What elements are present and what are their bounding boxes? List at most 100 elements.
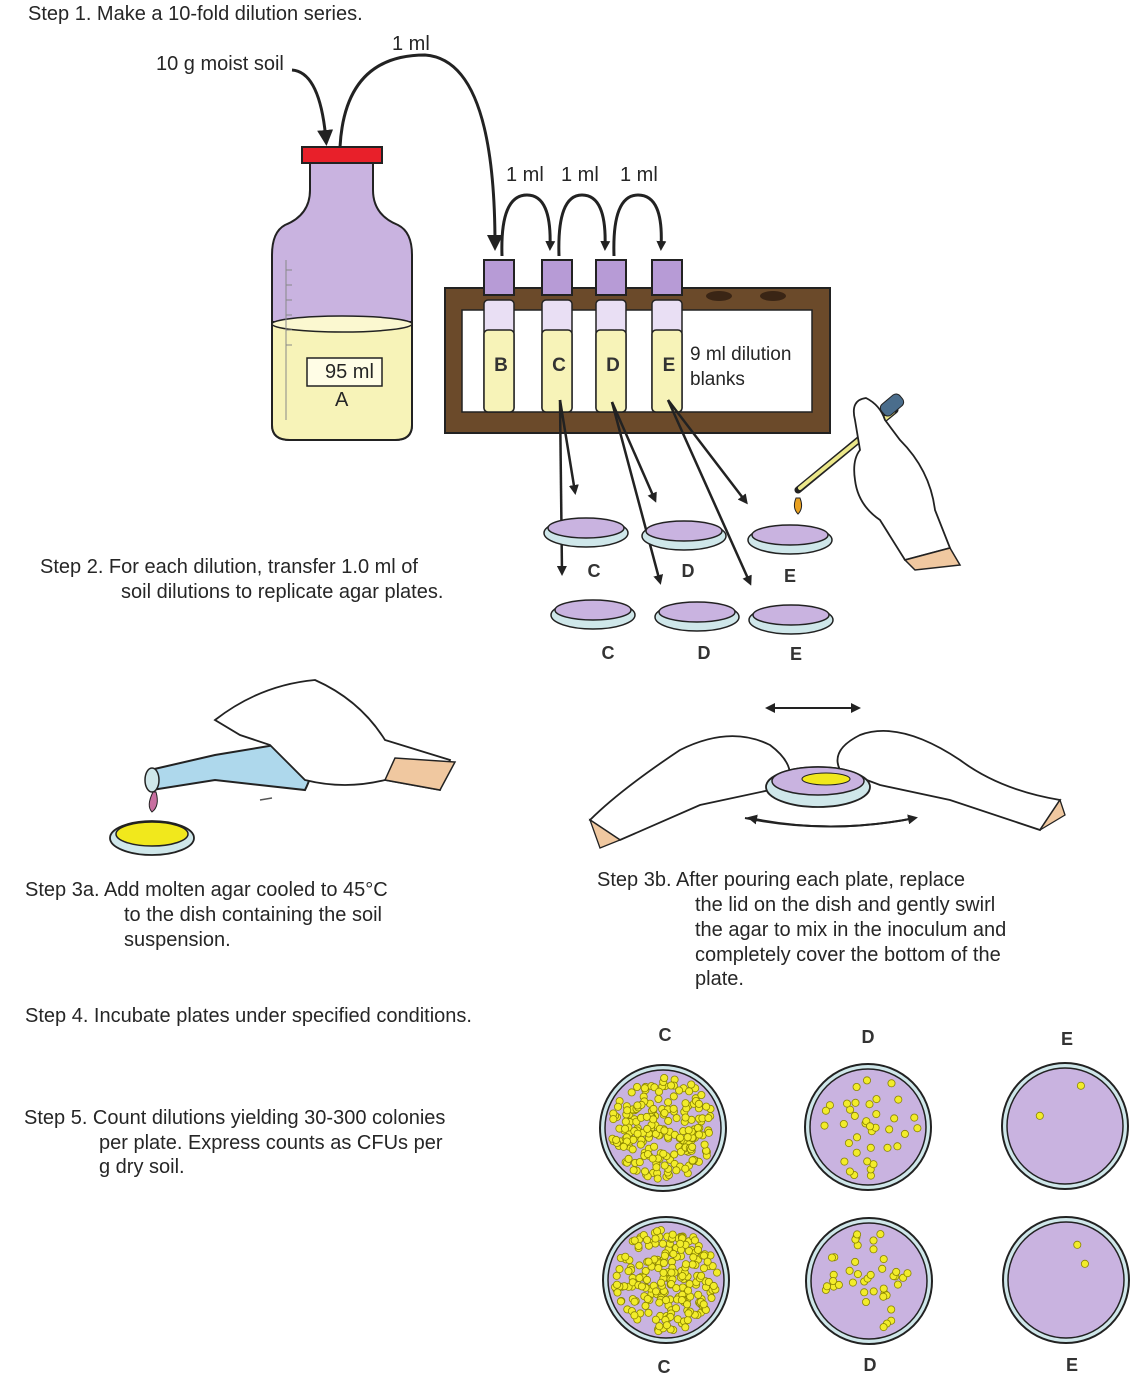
colony-dot (681, 1260, 690, 1269)
colony-dot (853, 1133, 862, 1142)
colony-dot (667, 1081, 676, 1090)
plate-label-row1-c: C (587, 561, 601, 581)
colony-dot (865, 1100, 874, 1109)
colony-dot (643, 1124, 652, 1133)
colony-dot (688, 1142, 697, 1151)
step3a-line2: to the dish containing the soil (124, 904, 382, 926)
transfer-label-d-e: 1 ml (620, 164, 658, 186)
colony-dot (681, 1113, 690, 1122)
colony-dot (644, 1257, 653, 1266)
colony-dot (609, 1115, 618, 1124)
colony-dot (651, 1315, 660, 1324)
colony-dot (621, 1252, 630, 1261)
colony-dot (894, 1095, 903, 1104)
colony-dot (654, 1095, 663, 1104)
colony-dot (863, 1157, 872, 1166)
colony-dot (667, 1268, 676, 1277)
step3b-line4: completely cover the bottom of the (695, 944, 1001, 966)
colony-dot (621, 1124, 630, 1133)
colony-dot (660, 1161, 669, 1170)
colony-dot (851, 1098, 860, 1107)
colony-dot (850, 1111, 859, 1120)
colony-dot (662, 1296, 671, 1305)
colony-dot (869, 1287, 878, 1296)
colony-dot (834, 1280, 843, 1289)
colony-dot (828, 1253, 837, 1262)
colony-dot (636, 1140, 645, 1149)
step3b-line1: Step 3b. After pouring each plate, repla… (597, 869, 966, 891)
transfer-label-c-d: 1 ml (561, 164, 599, 186)
colony-dot (668, 1230, 677, 1239)
colony-dot (643, 1150, 652, 1159)
colony-dot (624, 1154, 633, 1163)
colony-dot (823, 1282, 832, 1291)
colony-dot (1035, 1111, 1044, 1120)
swirl-plate-illustration (588, 703, 1066, 849)
colony-dot (869, 1245, 878, 1254)
colony-dot (678, 1272, 687, 1281)
colony-dot (655, 1087, 664, 1096)
colony-dot (683, 1300, 692, 1309)
tube-b (483, 259, 515, 413)
colony-dot (676, 1133, 685, 1142)
colony-dot (684, 1309, 693, 1318)
colony-dot (844, 1139, 853, 1148)
transfer-label-a-b: 1 ml (392, 33, 430, 55)
step2-line1: Step 2. For each dilution, transfer 1.0 … (40, 556, 418, 578)
colony-dot (619, 1142, 628, 1151)
colony-dot (879, 1284, 888, 1293)
colony-dot (683, 1316, 692, 1325)
colony-dot (890, 1114, 899, 1123)
transfer-arrow-a-b (338, 53, 503, 251)
colony-dot (623, 1106, 632, 1115)
transfer-arrow-b-c (500, 193, 556, 257)
plate-label-row2-d: D (697, 643, 711, 663)
tube-label-b: B (494, 355, 508, 376)
colony-dot (635, 1158, 644, 1167)
colony-dot (651, 1234, 660, 1243)
dilution-bottle-a (271, 146, 413, 441)
colony-dot (713, 1268, 722, 1277)
colony-dot (866, 1270, 875, 1279)
colony-dot (699, 1300, 708, 1309)
plate-label-row2-c: C (601, 643, 615, 663)
colony-dot (681, 1099, 690, 1108)
tube-c (541, 259, 573, 413)
colony-dot (653, 1174, 662, 1183)
colony-dot (683, 1133, 692, 1142)
colony-dot (630, 1236, 639, 1245)
bottle-letter: A (335, 389, 349, 411)
colony-dot (853, 1230, 862, 1239)
count-label-bottom-c: C (657, 1357, 671, 1377)
colony-dot (634, 1242, 643, 1251)
transfer-arrow-d-e (612, 193, 667, 257)
colony-dot (878, 1264, 887, 1273)
colony-dot (633, 1129, 642, 1138)
count-label-top-e: E (1060, 1029, 1073, 1049)
colony-dot (883, 1143, 892, 1152)
step5-line3: g dry soil. (99, 1156, 185, 1178)
colony-dot (669, 1092, 678, 1101)
colony-dot (866, 1122, 875, 1131)
colony-dot (893, 1142, 902, 1151)
colony-dot (654, 1264, 663, 1273)
step3b-line5: plate. (695, 968, 744, 990)
colony-dot (848, 1278, 857, 1287)
soil-arrow (291, 68, 334, 146)
colony-dot (649, 1104, 658, 1113)
colony-dot (851, 1257, 860, 1266)
count-label-bottom-d: D (863, 1355, 877, 1375)
colony-dot (643, 1295, 652, 1304)
colony-dot (687, 1080, 696, 1089)
colony-dot (672, 1114, 681, 1123)
colony-dot (660, 1126, 669, 1135)
colony-dot (872, 1110, 881, 1119)
colony-dot (695, 1130, 704, 1139)
tube-d (595, 259, 627, 413)
colony-dot (825, 1101, 834, 1110)
colony-dot (648, 1154, 657, 1163)
colony-dot (872, 1095, 881, 1104)
colony-dot (852, 1148, 861, 1157)
step5-line1: Step 5. Count dilutions yielding 30-300 … (24, 1107, 446, 1129)
colony-dot (845, 1266, 854, 1275)
